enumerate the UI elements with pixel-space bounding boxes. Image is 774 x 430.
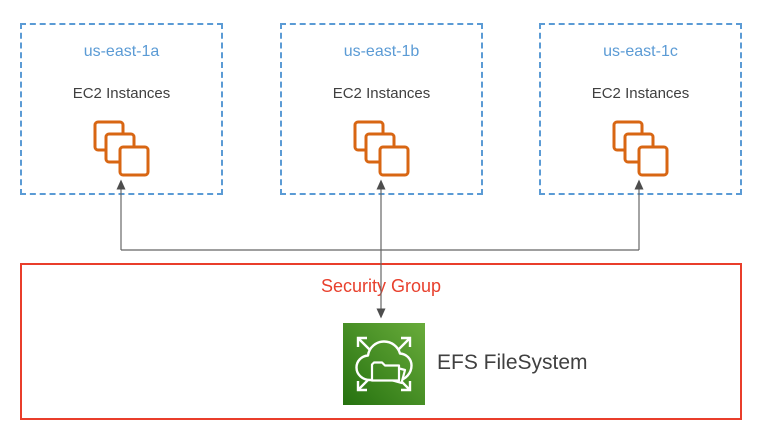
ec2-instances-icon [353,120,410,177]
availability-zone-us-east-1a: us-east-1a EC2 Instances [20,23,223,195]
ec2-instances-label: EC2 Instances [72,85,171,102]
security-group-label: Security Group [320,276,442,296]
ec2-instances-icon [93,120,150,177]
ec2-instances-label: EC2 Instances [591,85,690,102]
ec2-instances-icon [612,120,669,177]
availability-zone-us-east-1b: us-east-1b EC2 Instances [280,23,483,195]
efs-icon [343,323,425,405]
az-label: us-east-1c [603,43,678,60]
availability-zone-us-east-1c: us-east-1c EC2 Instances [539,23,742,195]
ec2-instances-label: EC2 Instances [332,85,431,102]
az-label: us-east-1b [343,43,420,60]
az-label: us-east-1a [83,43,160,60]
efs-filesystem-label: EFS FileSystem [437,351,588,374]
